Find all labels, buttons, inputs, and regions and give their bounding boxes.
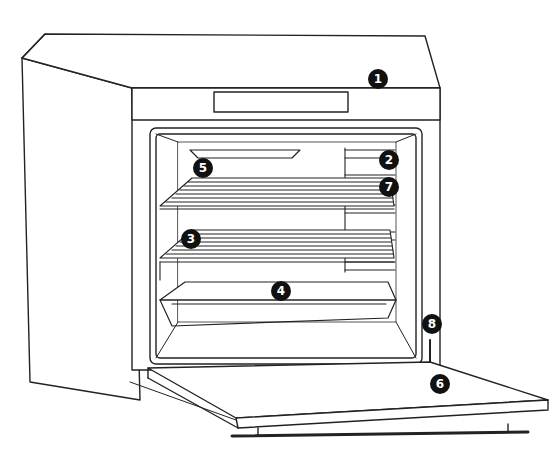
callout-number: 3 xyxy=(181,229,201,249)
cavity-opening xyxy=(156,134,416,358)
cavity-edge xyxy=(156,322,178,358)
hinge xyxy=(429,340,431,362)
wire-rack xyxy=(160,230,394,280)
callout-number: 7 xyxy=(379,177,399,197)
housing-side xyxy=(22,58,140,400)
baking-tray xyxy=(160,282,396,326)
front-face xyxy=(132,88,440,370)
oven-door xyxy=(130,362,548,428)
callout-number: 6 xyxy=(430,374,450,394)
cavity-edge xyxy=(396,322,416,358)
callout-number: 4 xyxy=(271,281,291,301)
cavity-frame xyxy=(150,128,422,364)
housing-edge xyxy=(22,34,45,58)
control-panel xyxy=(132,88,440,120)
cavity-edge xyxy=(156,134,178,142)
callout-number: 8 xyxy=(422,314,442,334)
grill-element xyxy=(190,150,300,158)
wire-rack xyxy=(160,178,394,209)
cavity-edge xyxy=(396,134,416,142)
door-handle xyxy=(232,424,528,436)
housing-top xyxy=(22,34,440,88)
callout-number: 1 xyxy=(368,69,388,89)
callout-number: 2 xyxy=(379,150,399,170)
display xyxy=(214,92,348,112)
callout-number: 5 xyxy=(193,158,213,178)
